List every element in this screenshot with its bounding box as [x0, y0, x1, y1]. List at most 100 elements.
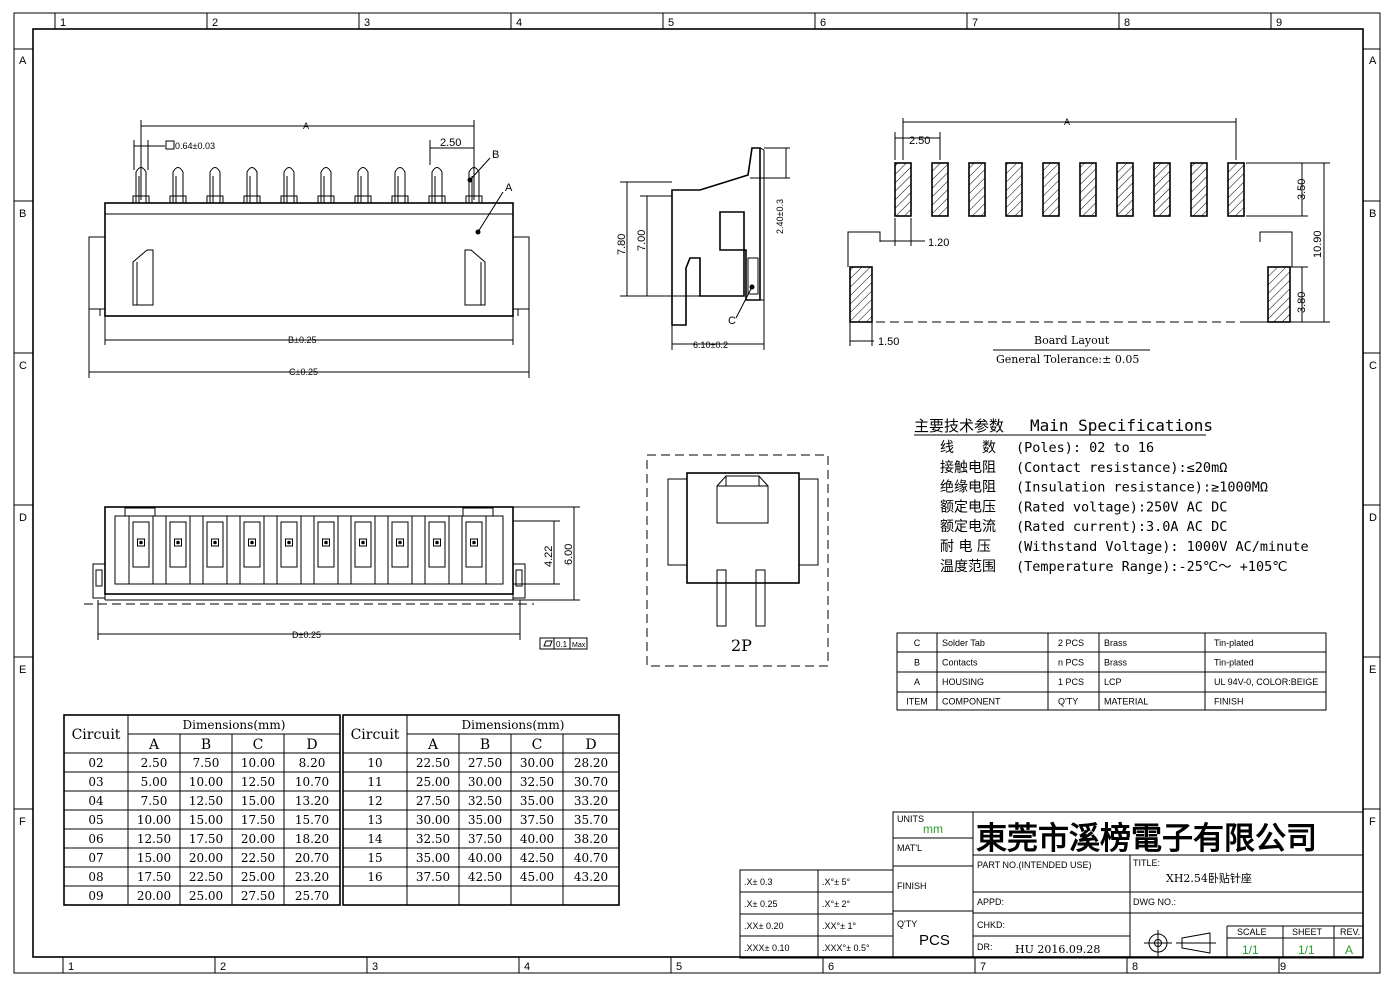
board-dim-a: A: [1064, 117, 1070, 127]
front-pin-size: 0.64±0.03: [175, 141, 215, 151]
col-label: 8: [1132, 961, 1138, 973]
dim-cell: 27.50: [416, 794, 450, 808]
dim-cell: 2.50: [141, 756, 168, 770]
dim-cell: 10.00: [241, 756, 275, 770]
col-label: 9: [1280, 961, 1286, 973]
dim-cell: 15.00: [189, 813, 223, 827]
dim-cell: 09: [88, 889, 103, 903]
spec-title-en: Main Specifications: [1030, 416, 1213, 435]
row-label: E: [19, 664, 26, 676]
row-label: F: [19, 816, 26, 828]
side-callout-c: C: [728, 315, 736, 327]
dim-cell: 07: [88, 851, 103, 865]
title-block: UNITS mm MAT'L FINISH Q'TY PCS 東莞市溪榜電子有限…: [892, 811, 1364, 959]
dim-cell: 15.00: [137, 851, 171, 865]
dim-cell: 16: [367, 870, 382, 884]
dim-col-header: B: [201, 737, 211, 753]
dim-cell: 10.70: [295, 775, 329, 789]
col-label: 8: [1124, 17, 1130, 29]
finish-label: FINISH: [897, 881, 927, 891]
dim-cell: 35.70: [574, 813, 608, 827]
bom-cell: Solder Tab: [942, 638, 985, 648]
bom-cell: ITEM: [906, 697, 928, 707]
col-label: 2: [212, 17, 218, 29]
board-pad: [1005, 162, 1023, 217]
col-label: 2: [220, 961, 226, 973]
dim-cell: 18.20: [295, 832, 329, 846]
side-dim-780: 7.80: [616, 234, 628, 255]
spec-title-cn: 主要技术参数: [914, 417, 1004, 435]
tolerance-linear: .X± 0.25: [744, 899, 777, 909]
front-dim-b: B±0.25: [288, 335, 316, 345]
dim-cell: 32.50: [468, 794, 502, 808]
bom-cell: LCP: [1104, 677, 1122, 687]
dim-cell: 35.00: [520, 794, 554, 808]
dim-cell: 27.50: [241, 889, 275, 903]
spec-label-cn: 接触电阻: [940, 459, 996, 476]
bom-cell: FINISH: [1214, 697, 1244, 707]
dim-cell: 37.50: [468, 832, 502, 846]
tolerance-linear: .XXX± 0.10: [744, 943, 789, 953]
bom-cell: C: [914, 638, 921, 648]
front-pin: [431, 167, 443, 203]
dim-col-header: A: [148, 737, 160, 753]
bottom-slot: [239, 516, 265, 584]
bom-cell: 2 PCS: [1058, 638, 1084, 648]
bottom-dim-d: D±0.25: [292, 630, 321, 640]
dim-cell: 23.20: [295, 870, 329, 884]
dim-cell: 40.00: [520, 832, 554, 846]
bottom-slot: [424, 516, 450, 584]
col-label: 3: [364, 17, 370, 29]
dim-cell: 40.00: [468, 851, 502, 865]
board-pad: [1079, 162, 1097, 217]
front-pin: [320, 167, 332, 203]
dr-label: DR:: [977, 942, 993, 952]
dim-cell: 37.50: [520, 813, 554, 827]
dim-col-header: A: [427, 737, 439, 753]
tolerance-block: .X± 0.3.X°± 5°.X± 0.25.X°± 2°.XX± 0.20.X…: [739, 869, 894, 959]
spec-value-en: (Contact resistance):≤20mΩ: [1016, 460, 1227, 476]
dim-cell: 7.50: [141, 794, 168, 808]
company-name: 東莞市溪榜電子有限公司: [976, 821, 1317, 857]
units-value: mm: [923, 822, 943, 836]
dim-cell: 17.50: [189, 832, 223, 846]
dim-col-header: C: [532, 737, 543, 753]
end-view-2p: 2P: [646, 454, 829, 667]
col-label: 4: [516, 17, 522, 29]
dim-cell: 27.50: [468, 756, 502, 770]
dim-cell: 30.70: [574, 775, 608, 789]
dim-cell: 42.50: [520, 851, 554, 865]
front-pin: [209, 167, 221, 203]
drawing-frame: [13, 12, 1381, 974]
bom-cell: 1 PCS: [1058, 677, 1084, 687]
spec-label-cn: 额定电压: [940, 499, 996, 515]
bom-cell: Brass: [1104, 638, 1128, 648]
dim-cell: 12.50: [241, 775, 275, 789]
qty-value: PCS: [919, 932, 950, 949]
matl-label: MAT'L: [897, 843, 922, 853]
spec-label-cn: 线 数: [940, 440, 996, 456]
dim-cell: 22.50: [189, 870, 223, 884]
dim-col-header: D: [585, 737, 596, 753]
circuit-header: Circuit: [351, 727, 400, 743]
front-dim-pitch: 2.50: [440, 137, 461, 149]
part-no-label: PART NO.(INTENDED USE): [977, 860, 1092, 870]
row-label: A: [1369, 55, 1377, 67]
bom-cell: Q'TY: [1058, 697, 1078, 707]
front-callout-b: B: [492, 149, 499, 161]
bom-cell: n PCS: [1058, 658, 1084, 668]
side-dim-240: 2.40±0.3: [775, 199, 785, 234]
dim-cell: 20.00: [137, 889, 171, 903]
board-pad: [1116, 162, 1134, 217]
sheet-label: SHEET: [1292, 927, 1323, 937]
bottom-slot: [202, 516, 228, 584]
rev-value: A: [1345, 943, 1353, 957]
dim-cell: 45.00: [520, 870, 554, 884]
col-label: 6: [820, 17, 826, 29]
col-label: 1: [60, 17, 66, 29]
dim-cell: 13: [367, 813, 382, 827]
row-label: F: [1369, 816, 1376, 828]
dim-cell: 05: [88, 813, 103, 827]
